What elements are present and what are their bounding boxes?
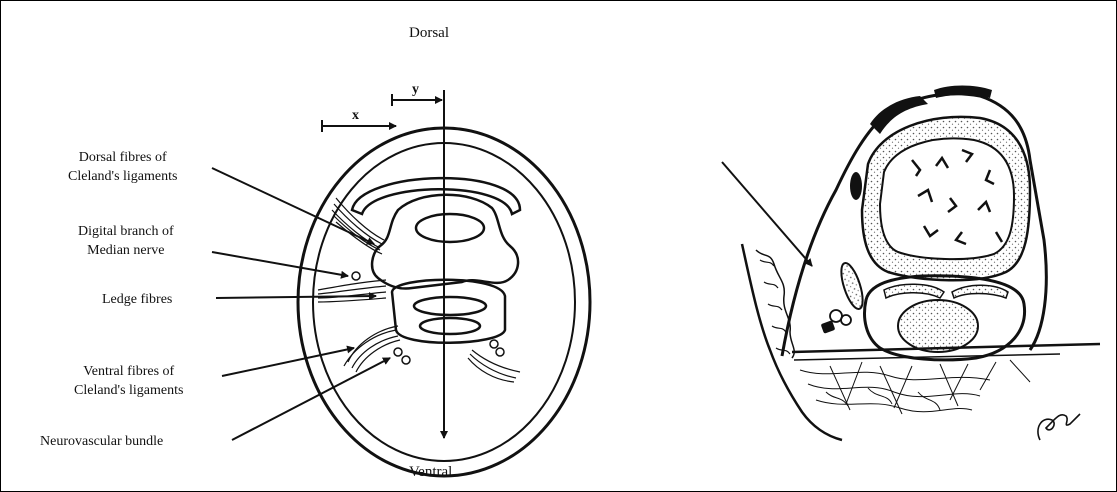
signature-mark: [1038, 414, 1080, 440]
callout-ledge-fibres-line1: Ledge fibres: [102, 290, 172, 309]
callout-dorsal-fibres: Dorsal fibres of Cleland's ligaments: [68, 148, 177, 186]
leader-ledge-fibres: [216, 296, 376, 298]
tendon-band-right: [952, 285, 1008, 298]
pointer-arrow: [722, 162, 812, 266]
dark-vessel-left: [850, 172, 862, 200]
histology-drawing: [722, 86, 1100, 441]
leader-ventral-fibres: [222, 348, 354, 376]
callout-digital-nerve-line1: Digital branch of: [78, 222, 174, 241]
neurovascular-bundle-a: [394, 348, 402, 356]
leader-dorsal-fibres: [212, 168, 374, 244]
callout-dorsal-fibres-line1: Dorsal fibres of: [68, 148, 177, 167]
flexor-tendon-lower: [420, 318, 480, 334]
callout-ventral-fibres-line2: Cleland's ligaments: [74, 381, 183, 400]
neurovascular-bundle-d: [496, 348, 504, 356]
neurovascular-bundle-b: [402, 356, 410, 364]
neurovascular-bundle-c: [490, 340, 498, 348]
digital-nerve-circle: [352, 272, 360, 280]
bone-medulla: [880, 138, 1014, 259]
flexor-tendon-upper: [414, 297, 486, 315]
dorsal-nail-dark: [934, 86, 992, 99]
callout-ledge-fibres: Ledge fibres: [102, 290, 172, 309]
dimension-y-label: y: [412, 80, 419, 99]
callout-neurovascular: Neurovascular bundle: [40, 432, 163, 451]
ventral-label: Ventral: [409, 463, 452, 482]
callout-neurovascular-line1: Neurovascular bundle: [40, 432, 163, 451]
callout-digital-nerve-line2: Median nerve: [78, 241, 174, 260]
dorsal-label: Dorsal: [409, 24, 449, 43]
callout-ventral-fibres: Ventral fibres of Cleland's ligaments: [74, 362, 183, 400]
subcutaneous-mesh: [800, 360, 1030, 414]
lateral-vessel-oval: [837, 261, 867, 312]
medullary-cavity: [416, 214, 484, 242]
right-ventral-fibres: [468, 350, 520, 382]
skin-edge-inner: [756, 250, 794, 358]
callout-dorsal-fibres-line2: Cleland's ligaments: [68, 167, 177, 186]
callout-ventral-fibres-line1: Ventral fibres of: [74, 362, 183, 381]
tendon-band-left: [884, 284, 944, 298]
ledge-fibres: [318, 280, 386, 302]
callout-digital-nerve: Digital branch of Median nerve: [78, 222, 174, 260]
flexor-tendon-core: [898, 300, 978, 352]
nerve-bundle-2: [841, 315, 851, 325]
leader-digital-nerve: [212, 252, 348, 276]
dimension-x-label: x: [352, 106, 359, 125]
